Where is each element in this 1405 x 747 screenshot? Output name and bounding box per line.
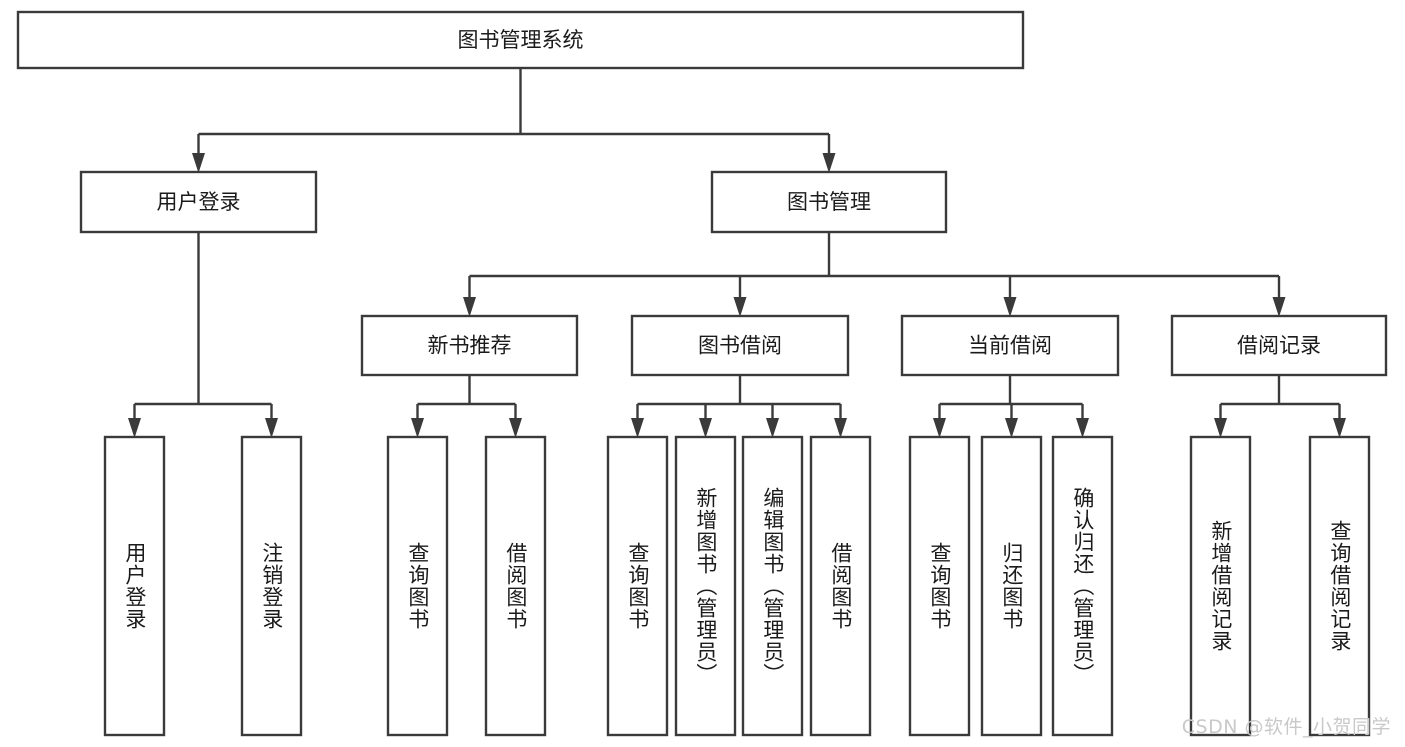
node-borrow-record[interactable]: 借阅记录	[1170, 314, 1388, 377]
connector-group-root	[192, 68, 836, 173]
arrow-head-icon	[509, 418, 522, 438]
node-box	[484, 435, 547, 737]
node-box	[103, 435, 166, 737]
node-box	[1170, 314, 1388, 377]
node-box	[674, 435, 737, 737]
node-book-manage[interactable]: 图书管理	[710, 170, 948, 234]
node-leaf-logout[interactable]	[240, 435, 303, 737]
arrow-head-icon	[411, 418, 424, 438]
node-box	[386, 435, 449, 737]
node-label: 新书推荐	[428, 334, 512, 358]
node-label: 图书借阅	[698, 334, 782, 358]
node-leaf-query-book-borrow[interactable]	[606, 435, 669, 737]
node-leaf-borrow-book[interactable]	[809, 435, 872, 737]
node-label: 用户登录	[157, 190, 241, 214]
node-root[interactable]: 图书管理系统	[16, 10, 1025, 70]
node-box	[1051, 435, 1114, 737]
node-leaf-query-book-rec[interactable]	[386, 435, 449, 737]
arrow-head-icon	[1076, 418, 1089, 438]
arrow-head-icon	[733, 297, 747, 317]
node-leaf-add-book[interactable]	[674, 435, 737, 737]
connector-group-user-login	[128, 232, 278, 438]
connector-group-current-borrow	[933, 375, 1089, 438]
connector-group-new-book-rec	[411, 375, 522, 438]
node-current-borrow[interactable]: 当前借阅	[900, 314, 1120, 377]
arrow-head-icon	[1333, 418, 1346, 438]
node-box	[240, 435, 303, 737]
arrow-head-icon	[265, 418, 278, 438]
node-label: 当前借阅	[968, 334, 1052, 358]
node-box	[16, 10, 1025, 70]
node-leaf-query-record[interactable]	[1308, 435, 1371, 737]
node-new-book-rec[interactable]: 新书推荐	[360, 314, 579, 377]
arrow-head-icon	[1005, 418, 1018, 438]
arrow-head-icon	[699, 418, 712, 438]
node-box	[908, 435, 971, 737]
node-box	[980, 435, 1043, 737]
node-box	[360, 314, 579, 377]
node-box	[630, 314, 850, 377]
node-leaf-borrow-book-rec[interactable]	[484, 435, 547, 737]
arrow-head-icon	[631, 418, 644, 438]
connector-group-book-borrow	[631, 375, 847, 438]
node-box	[809, 435, 872, 737]
node-box	[79, 170, 318, 234]
node-leaf-return-book[interactable]	[980, 435, 1043, 737]
arrow-head-icon	[128, 418, 141, 438]
node-box	[741, 435, 804, 737]
node-box	[606, 435, 669, 737]
arrow-head-icon	[463, 297, 476, 317]
node-label: 图书管理系统	[458, 28, 584, 52]
node-label: 借阅记录	[1237, 334, 1321, 358]
node-leaf-user-login[interactable]	[103, 435, 166, 737]
node-box	[900, 314, 1120, 377]
watermark-credit: CSDN @软件_小贺同学	[1181, 716, 1391, 738]
node-leaf-confirm-return[interactable]	[1051, 435, 1114, 737]
node-label: 图书管理	[787, 190, 871, 214]
node-user-login[interactable]: 用户登录	[79, 170, 318, 234]
node-leaf-query-book-cur[interactable]	[908, 435, 971, 737]
arrow-head-icon	[834, 418, 847, 438]
node-leaf-edit-book[interactable]	[741, 435, 804, 737]
arrow-head-icon	[933, 418, 946, 438]
arrow-head-icon	[1214, 418, 1227, 438]
arrow-head-icon	[766, 418, 779, 438]
node-box	[1189, 435, 1252, 737]
arrow-head-icon	[1003, 297, 1017, 317]
connector-group-borrow-record	[1214, 375, 1346, 438]
arrow-head-icon	[1272, 297, 1286, 317]
node-box	[710, 170, 948, 234]
node-box	[1308, 435, 1371, 737]
connector-layer	[128, 68, 1346, 438]
node-leaf-add-record[interactable]	[1189, 435, 1252, 737]
arrow-head-icon	[192, 153, 205, 173]
node-book-borrow[interactable]: 图书借阅	[630, 314, 850, 377]
arrow-head-icon	[822, 153, 836, 173]
connector-group-book-manage	[463, 232, 1286, 317]
